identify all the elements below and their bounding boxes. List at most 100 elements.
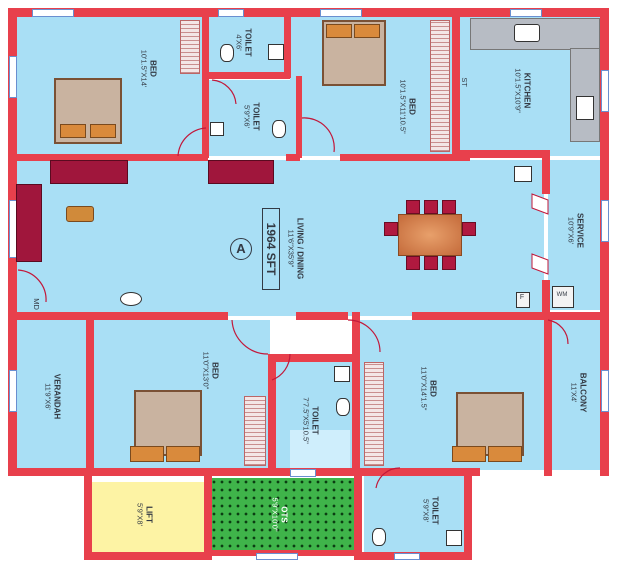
room-size: 4'X6': [234, 34, 244, 51]
wall-bed-toilet: [202, 8, 209, 158]
bed-bottom-left: [134, 390, 202, 456]
room-size: 5'9"X8': [421, 498, 431, 523]
window-right-kitchen: [601, 70, 609, 112]
wall-toilet-mid-right: [296, 76, 302, 158]
wall-bed-balcony: [544, 312, 552, 476]
window-bottom-ots: [256, 553, 298, 560]
wall-outer-top: [8, 8, 608, 17]
wc-icon: [336, 398, 350, 416]
sink-icon: [268, 44, 284, 60]
window-bottom-toilet: [290, 469, 316, 477]
wall-outer-right: [600, 8, 609, 476]
washbasin-icon: [120, 292, 142, 306]
wall-toilet-br-right: [464, 470, 472, 560]
dining-chair: [424, 200, 438, 214]
wall-toilet-bed: [284, 8, 291, 78]
window-top-kitchen: [510, 9, 542, 17]
pillow: [90, 124, 116, 138]
wall-top-row-bottom-3: [340, 154, 470, 161]
label-lift: LIFT 5'9"X8': [135, 485, 154, 545]
room-size: 5'9"X6': [242, 104, 252, 129]
coffee-table: [66, 206, 94, 222]
label-service: SERVICE 10'9"X6': [566, 196, 585, 266]
wardrobe-bottom-right: [364, 362, 384, 466]
room-name: TOILET: [243, 28, 253, 57]
room-name: BED: [407, 98, 417, 115]
room-size: 11'0"X13'0": [201, 351, 211, 390]
room-name: TOILET: [310, 406, 320, 435]
service-area: [548, 160, 604, 310]
wc-icon: [220, 44, 234, 62]
sofa-left: [16, 184, 42, 262]
stove-icon: [514, 24, 540, 42]
wc-icon: [372, 528, 386, 546]
dining-chair: [442, 200, 456, 214]
pillow: [60, 124, 86, 138]
room-name: BED: [148, 60, 158, 77]
label-living: LIVING / DINING 11'6"X35'9": [286, 204, 305, 294]
room-name: BED: [428, 380, 438, 397]
window-top-toilet: [218, 9, 244, 17]
room-size: 11'9"X6': [43, 383, 53, 410]
room-size: 11'X4': [569, 382, 579, 403]
room-name: OTS: [279, 506, 289, 523]
pillow: [326, 24, 352, 38]
wall-middle-horizontal: [8, 312, 228, 320]
area-badge: 1964 SFT: [262, 208, 280, 290]
label-bed-top-center: BED 10'1.5"X11'10.5": [398, 52, 417, 162]
wall-top-row-bottom: [8, 154, 208, 161]
label-bed-bottom-left: BED 11'0"X13'0": [201, 331, 220, 411]
pillow: [452, 446, 486, 462]
label-verandah: VERANDAH 11'9"X6': [43, 361, 62, 433]
wall-service-left-2: [542, 280, 550, 320]
pillow: [488, 446, 522, 462]
block-letter-circle: A: [230, 238, 252, 260]
room-size: 5'9"X10'0": [270, 497, 280, 532]
wardrobe-top-right: [430, 20, 450, 152]
window-left-verandah: [9, 370, 17, 412]
sofa-top-left: [50, 160, 128, 184]
dining-table: [398, 214, 462, 256]
label-toilet-top: TOILET 4'X6': [234, 18, 253, 68]
pillow: [130, 446, 164, 462]
label-kitchen: KITCHEN 10'1.5"X10'9": [513, 41, 532, 141]
window-left-bed: [9, 56, 17, 98]
wall-lift-ots: [204, 476, 212, 560]
sink-icon: [210, 122, 224, 136]
pillow: [354, 24, 380, 38]
washing-machine-icon: [552, 286, 574, 308]
sink-icon: [514, 166, 532, 182]
room-name: TOILET: [430, 496, 440, 525]
wall-top-row-bottom-4: [456, 150, 546, 158]
dining-chair: [442, 256, 456, 270]
window-top-bed: [320, 9, 362, 17]
wall-lift-bottom: [84, 552, 212, 560]
window-top-left: [32, 9, 74, 17]
window-right-service: [601, 200, 609, 242]
fridge-icon: [516, 292, 530, 308]
dining-chair: [424, 256, 438, 270]
room-name: SERVICE: [575, 213, 585, 249]
label-toilet-bottom-right: TOILET 5'9"X8': [421, 481, 440, 541]
balcony: [550, 320, 604, 470]
wall-top-row-bottom-2: [286, 154, 300, 161]
label-balcony: BALCONY 11'X4': [569, 363, 588, 423]
sink-icon: [334, 366, 350, 382]
window-right-balcony: [601, 370, 609, 412]
wardrobe-top-left: [180, 20, 200, 74]
marker-f: F: [519, 294, 525, 301]
label-bed-bottom-right: BED 11'0"X14'1.5": [419, 349, 438, 429]
room-name: BED: [210, 362, 220, 379]
lift: [92, 482, 204, 554]
room-size: 11'0"X14'1.5": [419, 366, 429, 411]
room-name: LIVING / DINING: [295, 217, 305, 280]
room-size: 7'7.5"X5'10.5": [301, 397, 311, 444]
label-toilet-bottom-center: TOILET 7'7.5"X5'10.5": [301, 381, 320, 461]
room-size: 11'6"X35'9": [286, 229, 296, 268]
label-ots: OTS 5'9"X10'0": [270, 480, 289, 550]
wc-icon: [272, 120, 286, 138]
ots-open-to-sky: [210, 478, 354, 552]
wall-bed-toilet-bottom: [268, 356, 276, 472]
shower-area: [290, 430, 350, 468]
